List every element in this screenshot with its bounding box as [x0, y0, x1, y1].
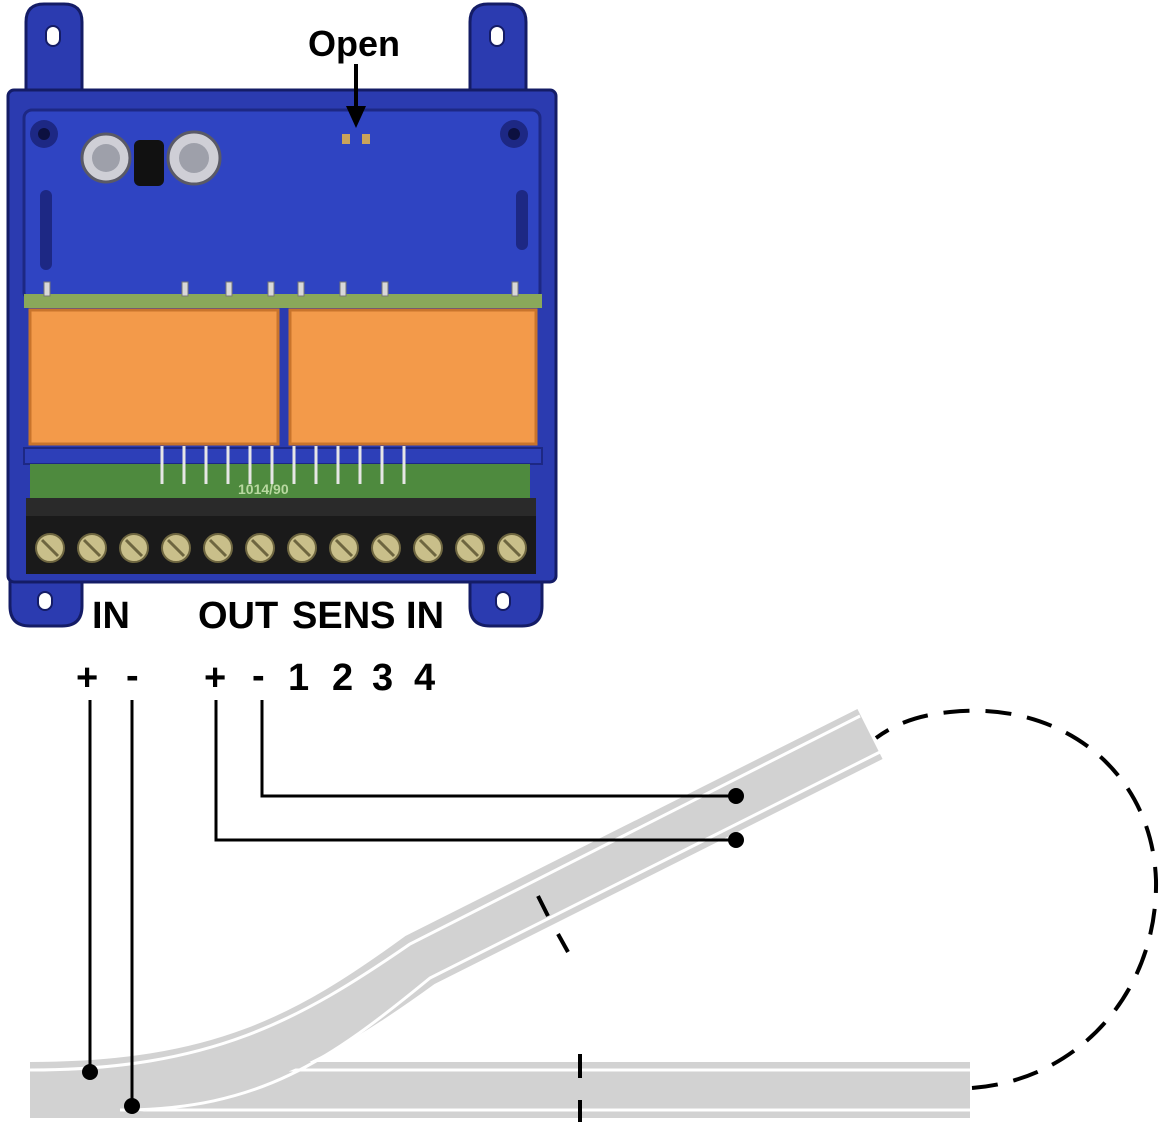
reverse-loop-module: 1014/90: [6, 2, 558, 628]
mounting-tab-top-left: [24, 2, 84, 104]
pcb-marking: 1014/90: [238, 481, 289, 497]
label-sens-in: SENS IN: [292, 595, 444, 637]
label-in-plus: +: [76, 657, 98, 699]
open-jumper-pad: [342, 134, 350, 144]
header-pins: [160, 446, 406, 484]
regulator: [134, 140, 164, 186]
dot-out-minus: [728, 788, 744, 804]
dot-in-minus: [124, 1098, 140, 1114]
label-in-minus: -: [126, 655, 139, 697]
label-sens-3: 3: [372, 657, 393, 699]
mounting-hole: [489, 25, 505, 47]
label-sens-1: 1: [288, 657, 309, 699]
track-layout: [29, 708, 1159, 1122]
label-in: IN: [92, 595, 130, 637]
label-out: OUT: [198, 595, 278, 637]
open-label: Open: [308, 23, 400, 64]
label-out-plus: +: [204, 657, 226, 699]
pcb-edge: [24, 294, 542, 308]
open-arrowhead: [346, 106, 366, 128]
wires: [88, 700, 736, 1106]
dot-out-plus: [728, 832, 744, 848]
open-jumper-pad: [362, 134, 370, 144]
label-sens-2: 2: [332, 657, 353, 699]
diverging-track: [29, 708, 883, 1118]
relay-right: [288, 308, 538, 446]
relay-left: [28, 308, 280, 446]
insulating-gaps: [536, 895, 582, 1122]
wire-out-minus: [260, 700, 736, 798]
mounting-hole: [495, 591, 511, 611]
wire-connection-dots: [82, 788, 744, 1114]
wire-out-plus: [214, 700, 736, 842]
label-sens-4: 4: [414, 657, 435, 699]
dot-in-plus: [82, 1064, 98, 1080]
reverse-loop-dashed: [874, 708, 1159, 1090]
mounting-hole: [37, 591, 53, 611]
mounting-hole: [45, 25, 61, 47]
mounting-tab-top-right: [468, 2, 528, 104]
relay-pins: [43, 281, 519, 297]
pcb: [30, 464, 530, 500]
label-out-minus: -: [252, 655, 265, 697]
